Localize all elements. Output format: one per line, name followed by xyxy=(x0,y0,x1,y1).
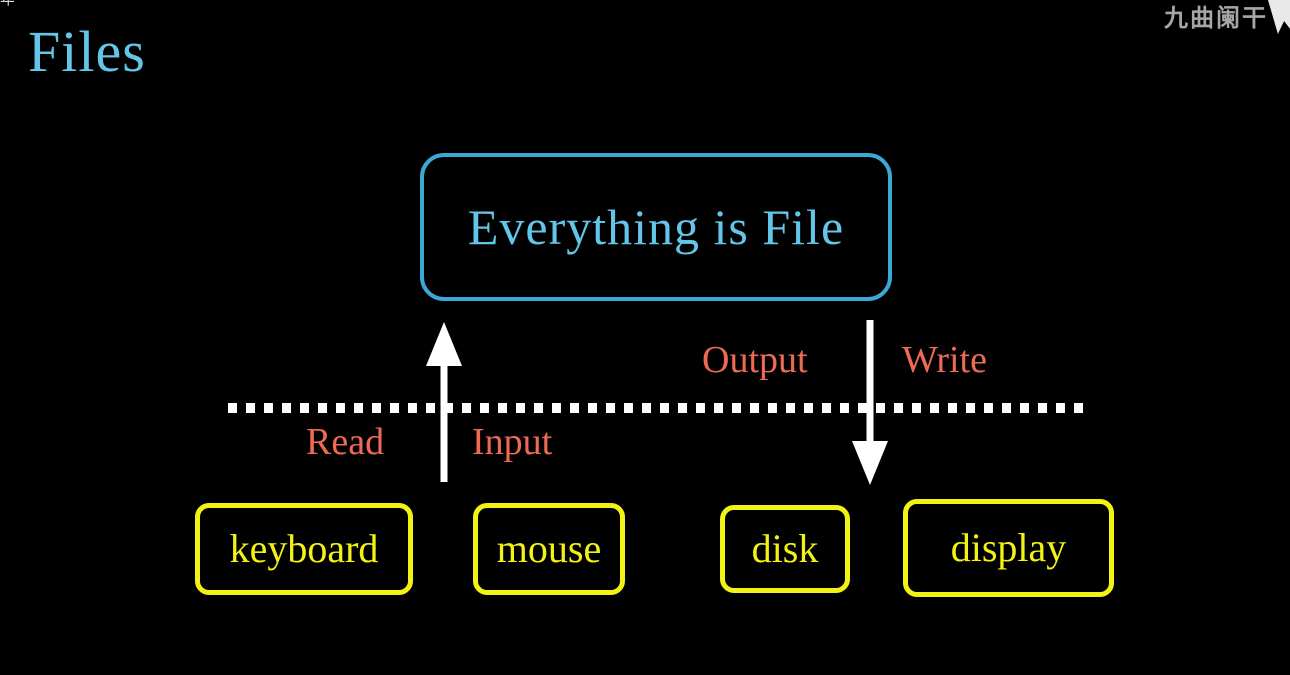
output-arrow-icon xyxy=(849,320,891,485)
page-title: Files xyxy=(28,19,146,84)
device-label-disk: disk xyxy=(751,526,819,571)
device-box-mouse: mouse xyxy=(473,503,625,595)
device-label-display: display xyxy=(950,525,1067,570)
device-box-display: display xyxy=(903,499,1114,597)
device-box-keyboard: keyboard xyxy=(195,503,413,595)
channel-logo-icon xyxy=(1268,0,1290,34)
everything-is-file-label: Everything is File xyxy=(467,199,845,255)
input-arrow-icon xyxy=(423,322,465,482)
watermark-left-fragment: 年 xyxy=(0,0,14,8)
device-label-mouse: mouse xyxy=(496,526,602,571)
flow-label-write: Write xyxy=(902,339,987,381)
flow-label-output: Output xyxy=(702,339,808,381)
kernel-boundary-divider xyxy=(228,403,1084,413)
everything-is-file-node: Everything is File xyxy=(420,153,892,301)
flow-label-input: Input xyxy=(472,421,553,463)
flow-label-read: Read xyxy=(306,421,385,463)
device-label-keyboard: keyboard xyxy=(229,526,379,571)
watermark-text: 九曲阑干 xyxy=(1164,4,1268,32)
device-box-disk: disk xyxy=(720,505,850,593)
